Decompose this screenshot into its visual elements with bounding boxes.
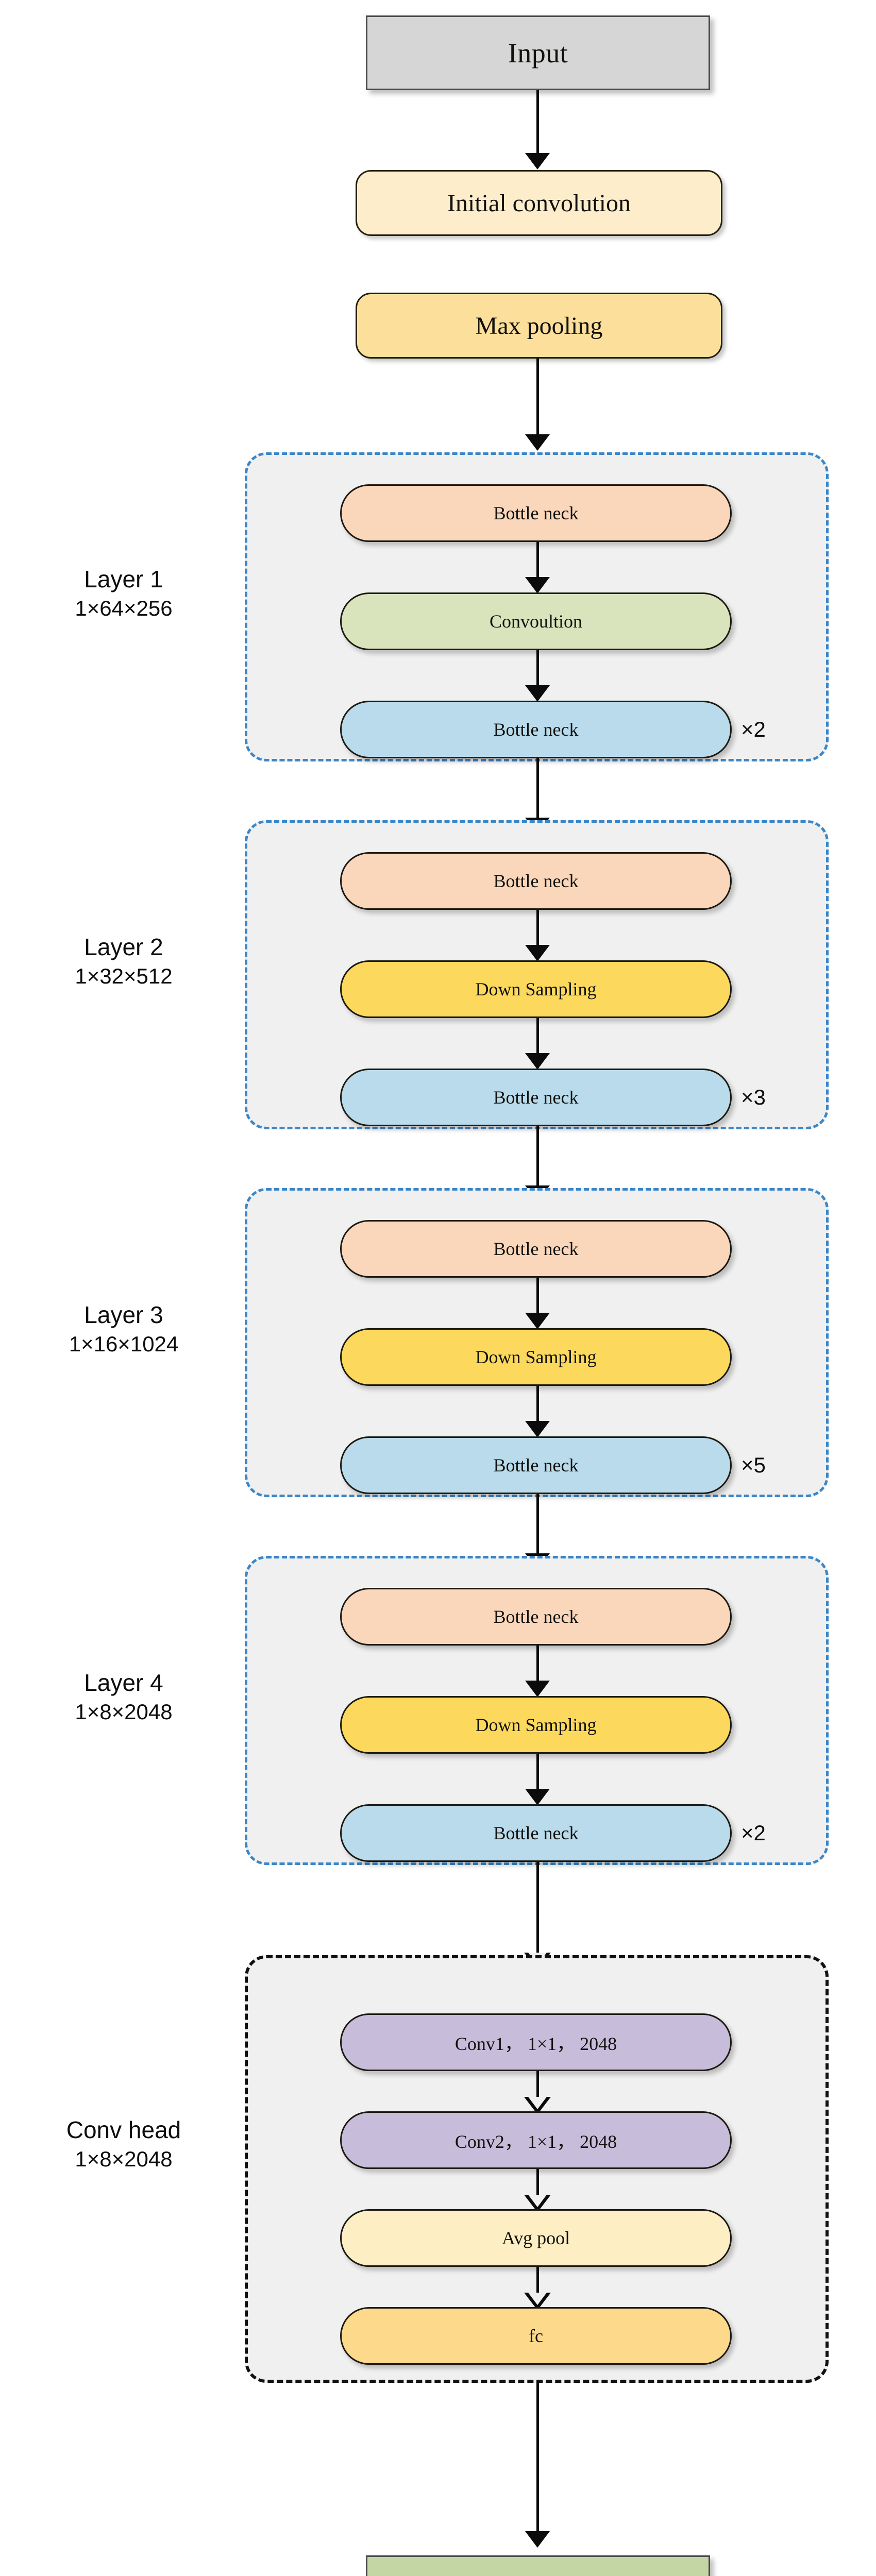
arrowhead-input-to-initial-conv	[525, 153, 550, 170]
arrow-layer4-to-convhead	[536, 1862, 539, 1973]
conv-head-block-conv1: Conv1， 1×1， 2048	[340, 2013, 732, 2071]
arrowhead-layer4-1	[525, 1681, 550, 1697]
layer3-block-bottleneck-1: Bottle neck	[340, 1220, 732, 1278]
max-pooling-block: Max pooling	[356, 293, 722, 359]
layer2-caption: Layer 2 1×32×512	[10, 932, 237, 990]
arrowhead-convhead-to-output	[525, 2531, 550, 2548]
layer2-shape: 1×32×512	[75, 963, 173, 988]
arrow-convhead-3	[536, 2267, 539, 2311]
layer3-block-bottleneck-2: Bottle neck	[340, 1436, 732, 1494]
layer1-caption: Layer 1 1×64×256	[10, 564, 237, 622]
arrowhead-layer4-2	[525, 1789, 550, 1805]
layer1-block-bottleneck-2: Bottle neck	[340, 701, 732, 758]
layer2-block-bottleneck-2: Bottle neck	[340, 1069, 732, 1126]
arrow-input-to-initial-conv	[536, 90, 539, 155]
arrowhead-layer2-1	[525, 945, 550, 961]
layer4-caption: Layer 4 1×8×2048	[10, 1668, 237, 1726]
layer3-repeat-multiplier: ×5	[741, 1453, 766, 1477]
arrow-convhead-to-output	[536, 2380, 539, 2535]
arrow-layer1-1	[536, 542, 539, 586]
conv-head-name: Conv head	[66, 2116, 181, 2143]
arrow-layer1-2	[536, 650, 539, 694]
arrow-layer3-2	[536, 1386, 539, 1430]
arrow-layer1-to-layer2	[536, 758, 539, 819]
arrow-max-pooling-to-layer1	[536, 359, 539, 436]
conv-head-block-avg-pool: Avg pool	[340, 2209, 732, 2267]
layer3-name: Layer 3	[84, 1301, 163, 1328]
arrow-layer4-1	[536, 1646, 539, 1689]
layer3-caption: Layer 3 1×16×1024	[10, 1300, 237, 1358]
conv-head-shape: 1×8×2048	[75, 2146, 173, 2171]
initial-convolution-block: Initial convolution	[356, 170, 722, 236]
arrowhead-max-pooling-to-layer1	[525, 434, 550, 451]
arrow-layer3-to-layer4	[536, 1494, 539, 1555]
arrowhead-layer1-2	[525, 685, 550, 702]
arrow-convhead-2	[536, 2169, 539, 2213]
layer4-shape: 1×8×2048	[75, 1699, 173, 1724]
arrow-convhead-1	[536, 2071, 539, 2115]
arrow-layer2-to-layer3	[536, 1126, 539, 1187]
conv-head-caption: Conv head 1×8×2048	[10, 2115, 237, 2173]
layer3-block-down-sampling: Down Sampling	[340, 1328, 732, 1386]
layer4-block-down-sampling: Down Sampling	[340, 1696, 732, 1754]
layer1-shape: 1×64×256	[75, 596, 173, 620]
layer2-name: Layer 2	[84, 934, 163, 960]
arrowhead-layer3-1	[525, 1313, 550, 1329]
arrow-layer2-2	[536, 1018, 539, 1062]
arrowhead-layer1-1	[525, 577, 550, 594]
arrowhead-layer2-2	[525, 1053, 550, 1070]
layer1-block-convolution: Convoultion	[340, 592, 732, 650]
layer1-name: Layer 1	[84, 566, 163, 592]
arrow-layer3-1	[536, 1278, 539, 1321]
layer4-repeat-multiplier: ×2	[741, 1821, 766, 1845]
input-block: Input	[366, 15, 710, 90]
layer4-block-bottleneck-2: Bottle neck	[340, 1804, 732, 1862]
arrow-layer4-2	[536, 1754, 539, 1798]
layer4-name: Layer 4	[84, 1669, 163, 1696]
layer3-shape: 1×16×1024	[69, 1331, 179, 1356]
layer1-block-bottleneck-1: Bottle neck	[340, 484, 732, 542]
conv-head-block-conv2: Conv2， 1×1， 2048	[340, 2111, 732, 2169]
layer4-block-bottleneck-1: Bottle neck	[340, 1588, 732, 1646]
arrow-layer2-1	[536, 910, 539, 954]
layer2-block-bottleneck-1: Bottle neck	[340, 852, 732, 910]
output-block: Output	[366, 2555, 710, 2576]
arrowhead-layer3-2	[525, 1421, 550, 1437]
layer2-repeat-multiplier: ×3	[741, 1085, 766, 1109]
layer2-block-down-sampling: Down Sampling	[340, 960, 732, 1018]
conv-head-block-fc: fc	[340, 2307, 732, 2365]
layer1-repeat-multiplier: ×2	[741, 717, 766, 741]
